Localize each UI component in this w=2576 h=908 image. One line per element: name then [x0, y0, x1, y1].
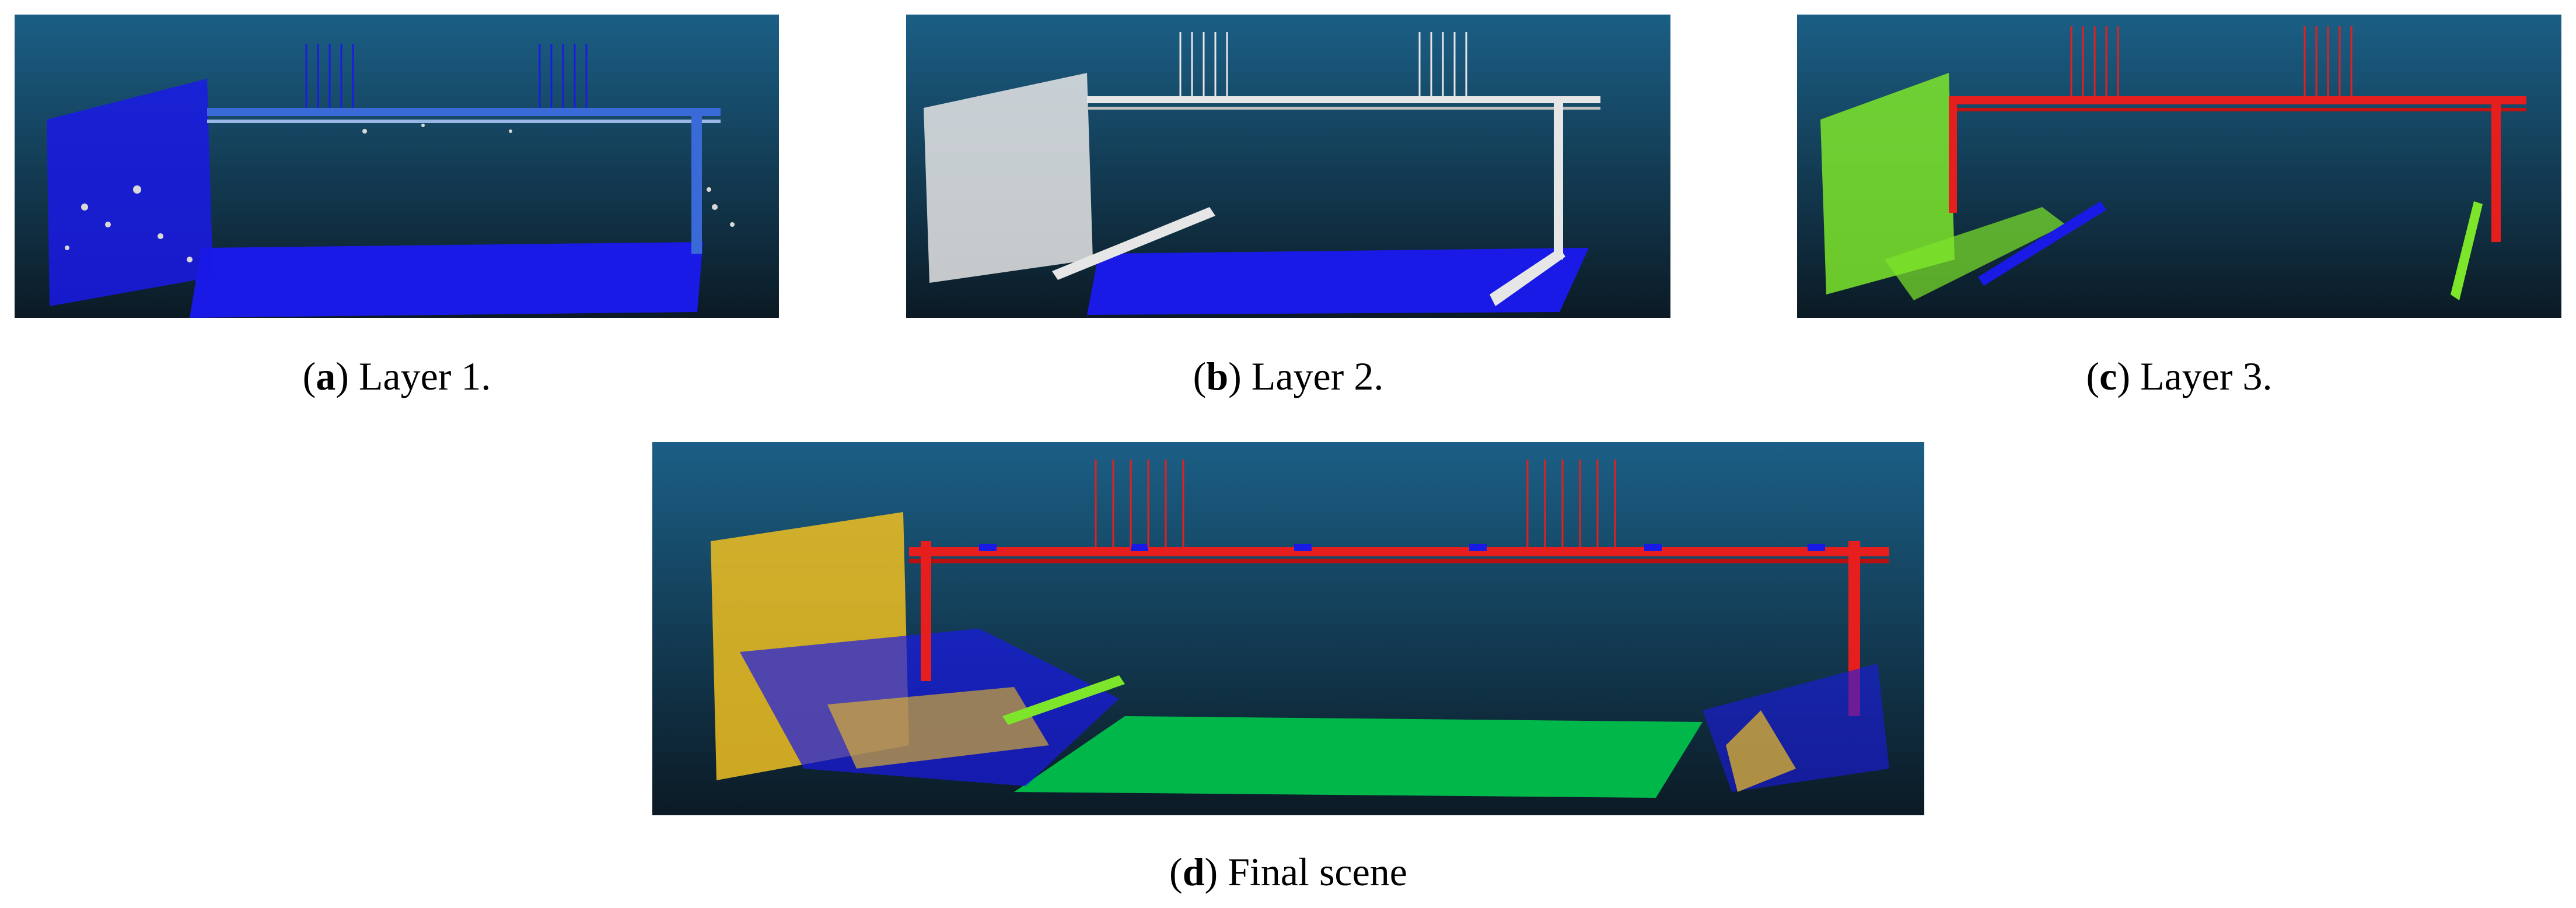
- caption-c: (c) Layer 3.: [2086, 354, 2273, 398]
- caption-label-b: b: [1206, 354, 1229, 398]
- figure-panel-b: [906, 15, 1670, 318]
- figure-panel-d: [652, 442, 1924, 815]
- caption-label-d: d: [1182, 850, 1205, 894]
- caption-text-d: ) Final scene: [1204, 850, 1407, 894]
- caption-label-c: c: [2099, 354, 2117, 398]
- figure-panel-c: [1797, 15, 2561, 318]
- point-cloud-final-scene: [652, 442, 1924, 815]
- caption-a: (a) Layer 1.: [302, 354, 491, 398]
- caption-text-c: ) Layer 3.: [2117, 354, 2273, 398]
- caption-text-a: ) Layer 1.: [335, 354, 491, 398]
- caption-d: (d) Final scene: [1169, 850, 1407, 894]
- point-cloud-layer-2: [906, 15, 1670, 318]
- figure-panel-a: [15, 15, 779, 318]
- caption-text-b: ) Layer 2.: [1228, 354, 1384, 398]
- caption-label-a: a: [316, 354, 336, 398]
- caption-b: (b) Layer 2.: [1193, 354, 1384, 398]
- point-cloud-layer-1: [15, 15, 779, 318]
- point-cloud-layer-3: [1797, 15, 2561, 318]
